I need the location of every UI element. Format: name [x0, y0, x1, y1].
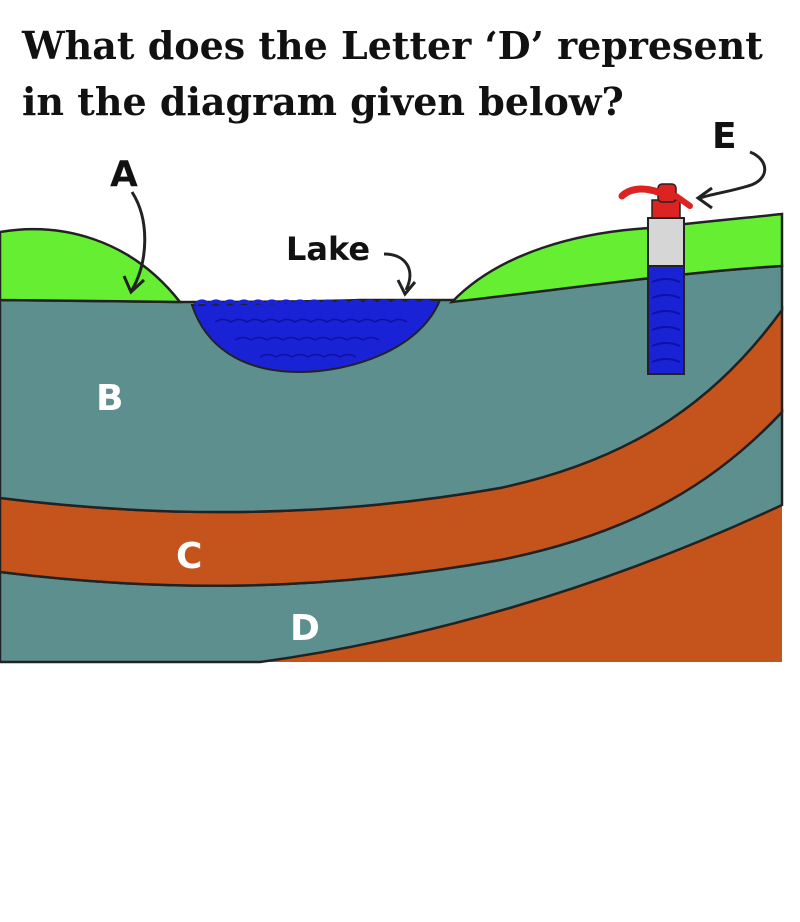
lake-ripple-1	[214, 318, 408, 323]
label-e: E	[712, 116, 737, 157]
question-line-2: in the diagram given below?	[22, 79, 624, 124]
water-pump-icon	[618, 183, 693, 219]
grass-left	[0, 228, 183, 304]
label-lake: Lake	[286, 230, 370, 268]
label-c: C	[176, 536, 202, 577]
lower-clay-layer	[0, 505, 782, 662]
well	[647, 217, 685, 375]
label-a: A	[110, 154, 138, 195]
lake-ripple-3	[259, 353, 357, 358]
lake-water	[190, 298, 442, 374]
label-d: D	[290, 608, 320, 649]
question-line-1: What does the Letter ‘D’ represent	[22, 23, 763, 68]
grass-right	[448, 212, 784, 304]
arrow-icon	[122, 150, 767, 297]
label-b: B	[96, 378, 123, 419]
lake-ripple-2	[234, 336, 380, 341]
question-text: What does the Letter ‘D’ represent in th…	[22, 18, 792, 130]
lake-waves	[193, 299, 435, 308]
